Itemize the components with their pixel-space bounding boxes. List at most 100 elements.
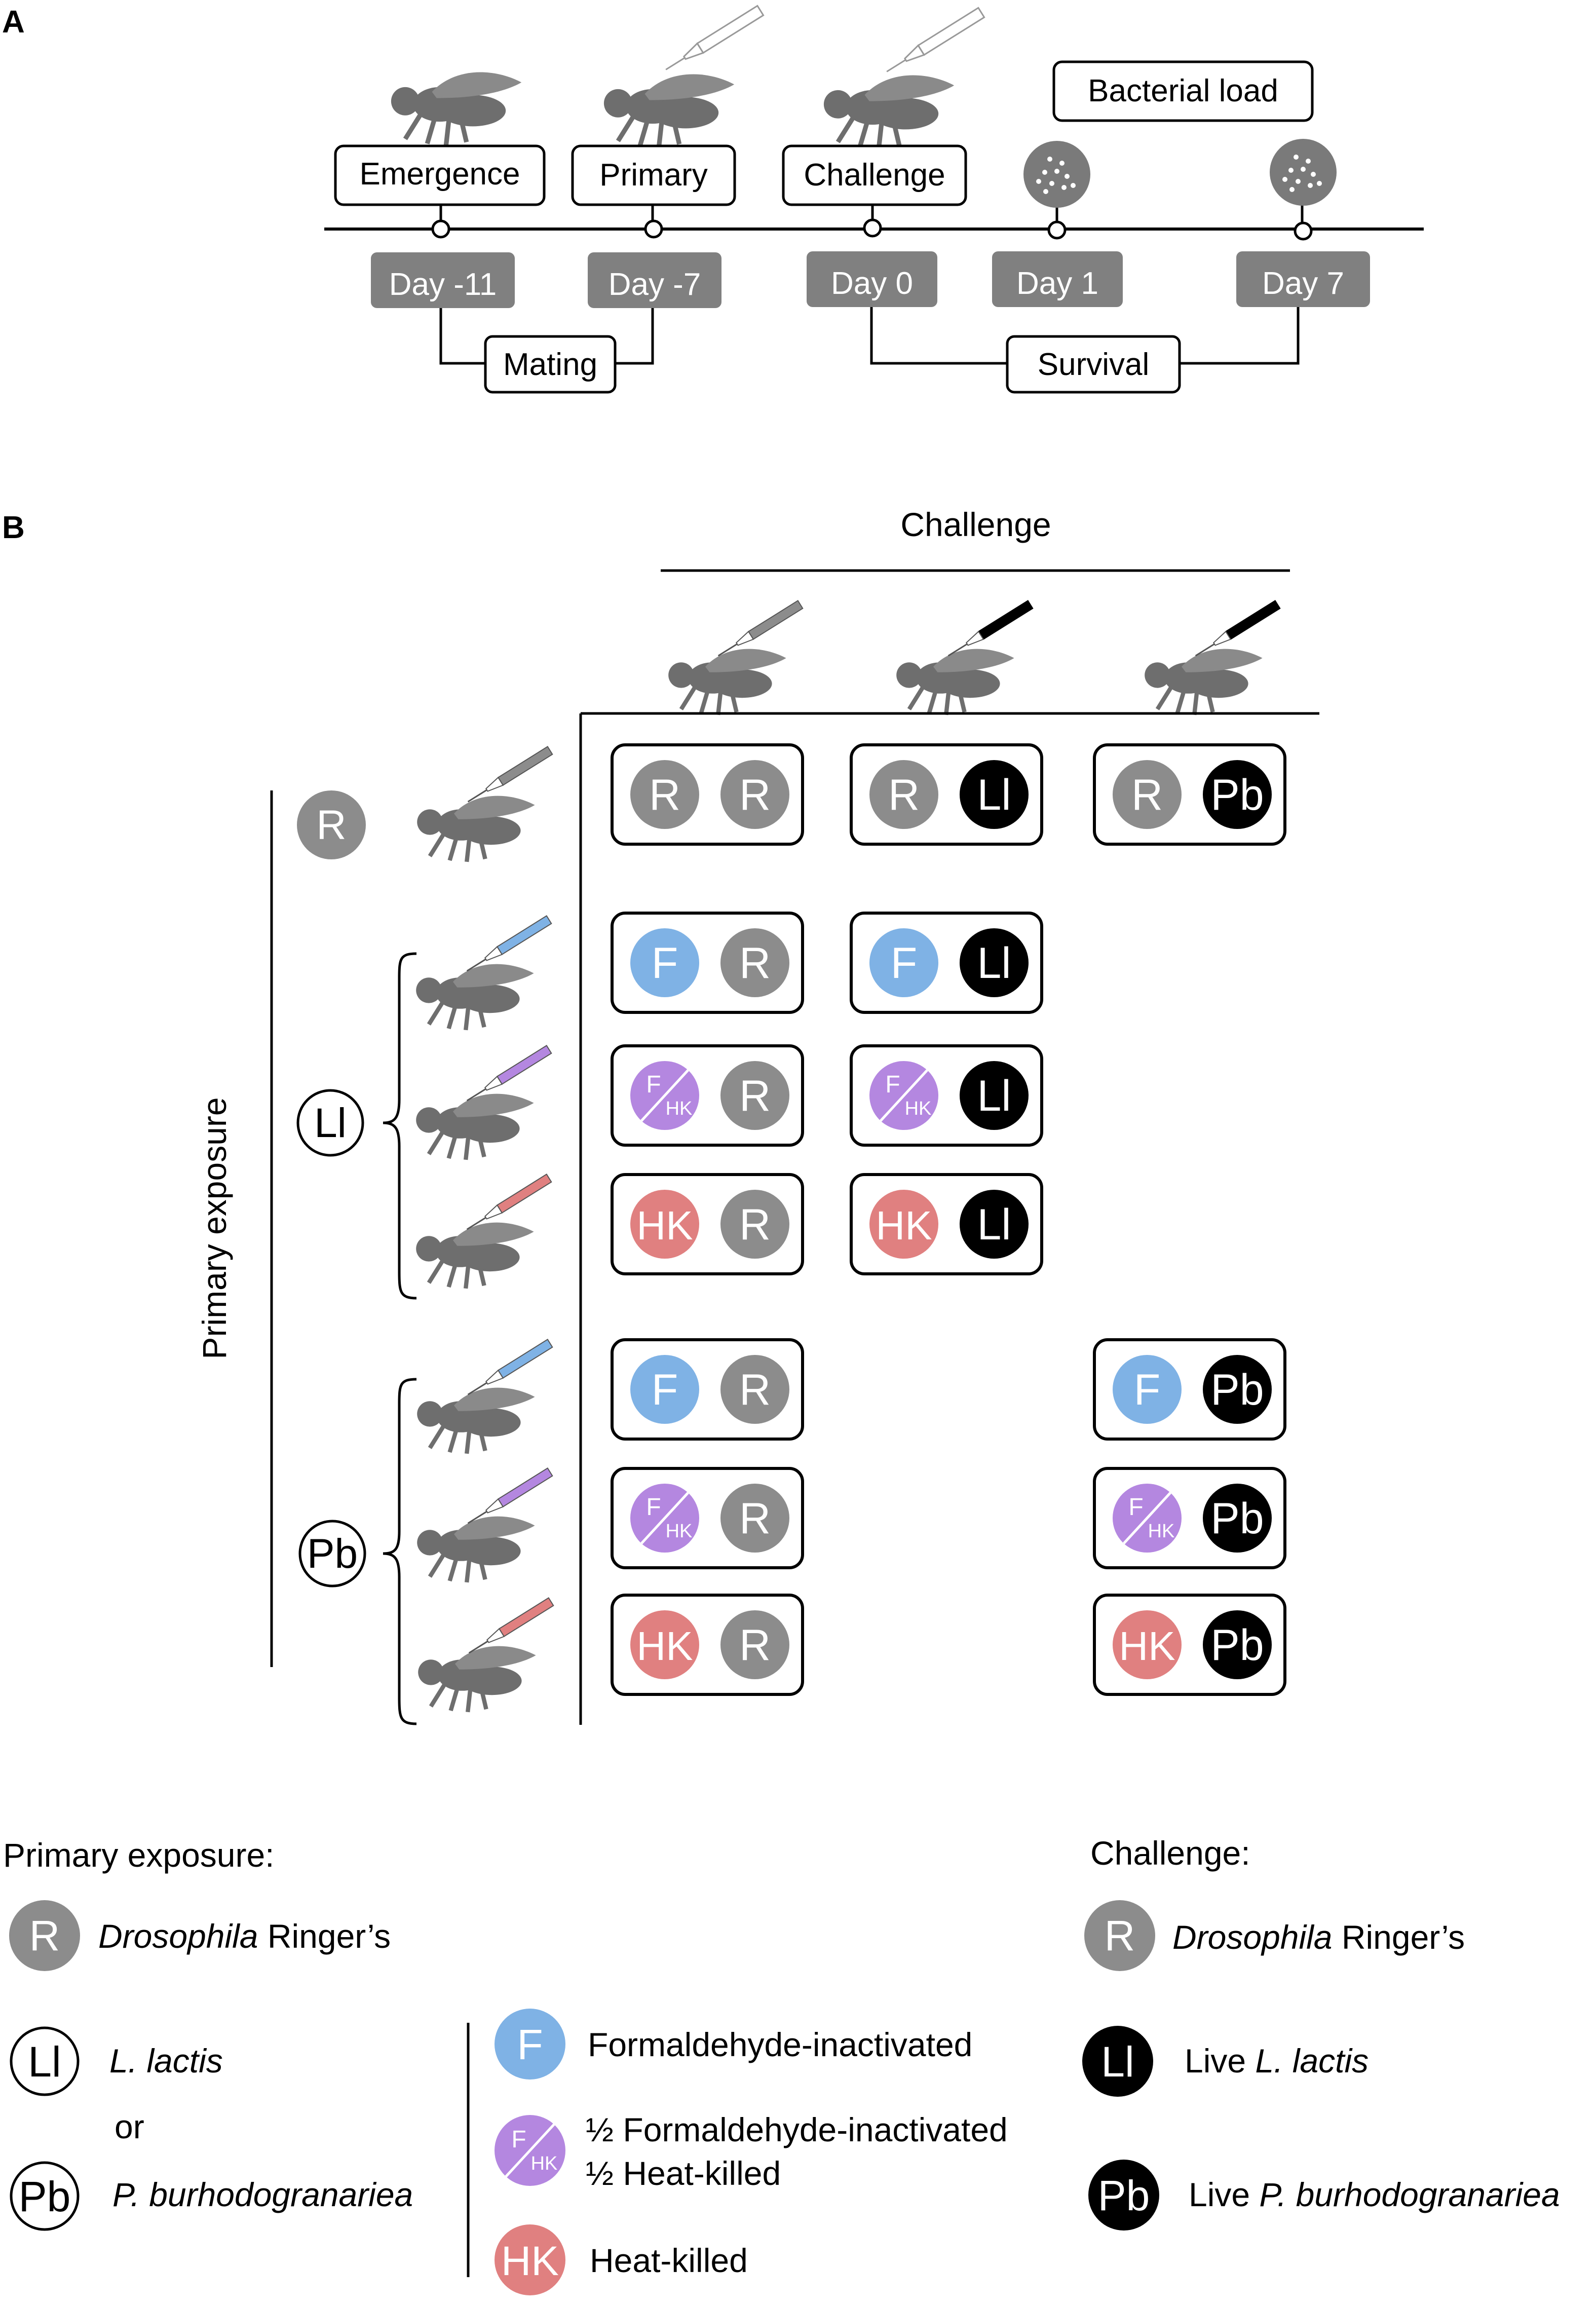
legend-or: or (115, 2108, 144, 2145)
legend-pb-primary: Pb P. burhodogranariea (10, 2161, 413, 2231)
treatment-symbol: F (869, 928, 938, 997)
treatment-symbol: Ll (960, 928, 1029, 997)
treatment-symbol-label: R (739, 771, 771, 819)
legend-formaldehyde: F Formaldehyde-inactivated (495, 2009, 972, 2080)
group-symbol-text: Ll (314, 1100, 347, 1146)
fhk-hk-label: HK (666, 1521, 693, 1542)
legend-label-italic: Drosophila (1172, 1918, 1333, 1956)
treatment-symbol: R (720, 760, 789, 829)
legend-label: Formaldehyde-inactivated (588, 2026, 972, 2063)
treatment-symbol-label: Ll (977, 1200, 1011, 1249)
legend-label: Live L. lactis (1185, 2042, 1369, 2080)
legend-symbol: Pb (19, 2173, 71, 2220)
treatment-symbol: Ll (960, 1190, 1029, 1259)
legend-symbol: R (29, 1912, 60, 1959)
group-symbol-text: R (316, 802, 346, 848)
treatment-symbol-label: R (739, 1366, 771, 1414)
legend-label: ½ Formaldehyde-inactivated (586, 2111, 1008, 2148)
treatment-symbol: Ll (960, 1061, 1029, 1130)
legend-ll-primary: Ll L. lactis (10, 2026, 223, 2096)
legend-label-rest: Ringer’s (1333, 1918, 1465, 1956)
fly-icon (896, 649, 1014, 715)
legend-label: Drosophila Ringer’s (98, 1917, 391, 1955)
treatment-symbol-label: R (888, 771, 920, 819)
treatment-symbol: R (630, 760, 699, 829)
legend-fhk-f: F (511, 2126, 526, 2153)
fhk-hk-label: HK (1148, 1521, 1175, 1542)
treatment-symbol: F (630, 928, 699, 997)
treatment-symbol: R (720, 1190, 789, 1259)
legend-ringer-primary: R Drosophila Ringer’s (9, 1900, 391, 1971)
treatment-symbol: FHK (630, 1061, 699, 1130)
day-label: Day -11 (389, 267, 497, 302)
treatment-symbol: R (720, 1061, 789, 1130)
treatment-symbol-label: F (891, 939, 918, 988)
treatment-symbol: HK (869, 1190, 938, 1259)
brace-ll (383, 952, 417, 1300)
day-label: Day -7 (609, 267, 701, 302)
day-box: Day -7 (588, 252, 721, 308)
legend-primary-title: Primary exposure: (3, 1836, 275, 1874)
day-label: Day 7 (1262, 266, 1344, 301)
legend-fhk-hk: HK (531, 2153, 558, 2174)
challenge-header: Challenge (900, 506, 1051, 543)
treatment-symbol-label: HK (636, 1203, 693, 1248)
treatment-symbol-label: Ll (977, 1072, 1011, 1120)
legend-label-italic: Drosophila (98, 1917, 258, 1955)
treatment-symbol: FHK (630, 1484, 699, 1553)
legend-label-rest: Live (1185, 2042, 1255, 2080)
treatment-symbol: F (630, 1355, 699, 1424)
event-label: Emergence (359, 157, 520, 192)
brace-pb (383, 1378, 417, 1725)
legend-label: ½ Heat-killed (586, 2155, 781, 2192)
treatment-symbol-label: Ll (977, 939, 1011, 988)
legend-symbol: Ll (1101, 2038, 1134, 2086)
combination-cell: FHK R (611, 1044, 804, 1147)
event-box-emergence: Emergence (334, 144, 546, 206)
treatment-symbol-label: Ll (977, 771, 1011, 819)
fly-icon (668, 649, 786, 715)
treatment-symbol: HK (630, 1610, 699, 1679)
day-box: Day -11 (371, 252, 515, 308)
treatment-symbol-label: R (1131, 771, 1163, 819)
event-box-primary: Primary (571, 144, 736, 206)
day-box: Day 1 (992, 251, 1123, 307)
fly-icon (417, 1517, 535, 1582)
legend-symbol: HK (501, 2238, 559, 2284)
treatment-symbol-label: Pb (1210, 1621, 1264, 1670)
fhk-hk-label: HK (666, 1098, 693, 1119)
combination-cell: R Pb (1093, 743, 1286, 846)
primary-exposure-label: Primary exposure (196, 1097, 233, 1359)
treatment-symbol-label: R (649, 771, 680, 819)
petri-dish-icon (1270, 139, 1337, 206)
treatment-symbol: Pb (1203, 1355, 1272, 1424)
fly-icon (604, 74, 734, 147)
legend-live-ll: Ll Live L. lactis (1082, 2026, 1369, 2097)
treatment-symbol: Pb (1203, 760, 1272, 829)
fhk-f-label: F (646, 1071, 661, 1098)
timeline-connectors (439, 296, 1300, 365)
survival-label: Survival (1038, 347, 1150, 382)
event-label: Challenge (804, 158, 945, 193)
combination-cell: HK Ll (850, 1173, 1043, 1275)
group-symbol-text: Pb (307, 1531, 358, 1577)
fly-icon (416, 1223, 534, 1289)
legend-symbol: Pb (1098, 2172, 1150, 2219)
mating-box: Mating (484, 335, 617, 394)
legend-ringer-challenge: R Drosophila Ringer’s (1084, 1900, 1465, 1971)
survival-box: Survival (1006, 335, 1181, 394)
treatment-symbol-label: R (739, 939, 771, 988)
treatment-symbol-label: Pb (1210, 1366, 1264, 1414)
fly-icon (391, 72, 521, 145)
legend-label: L. lactis (109, 2042, 223, 2080)
treatment-symbol: R (1113, 760, 1182, 829)
legend-mixed: F HK ½ Formaldehyde-inactivated ½ Heat-k… (495, 2111, 1008, 2192)
